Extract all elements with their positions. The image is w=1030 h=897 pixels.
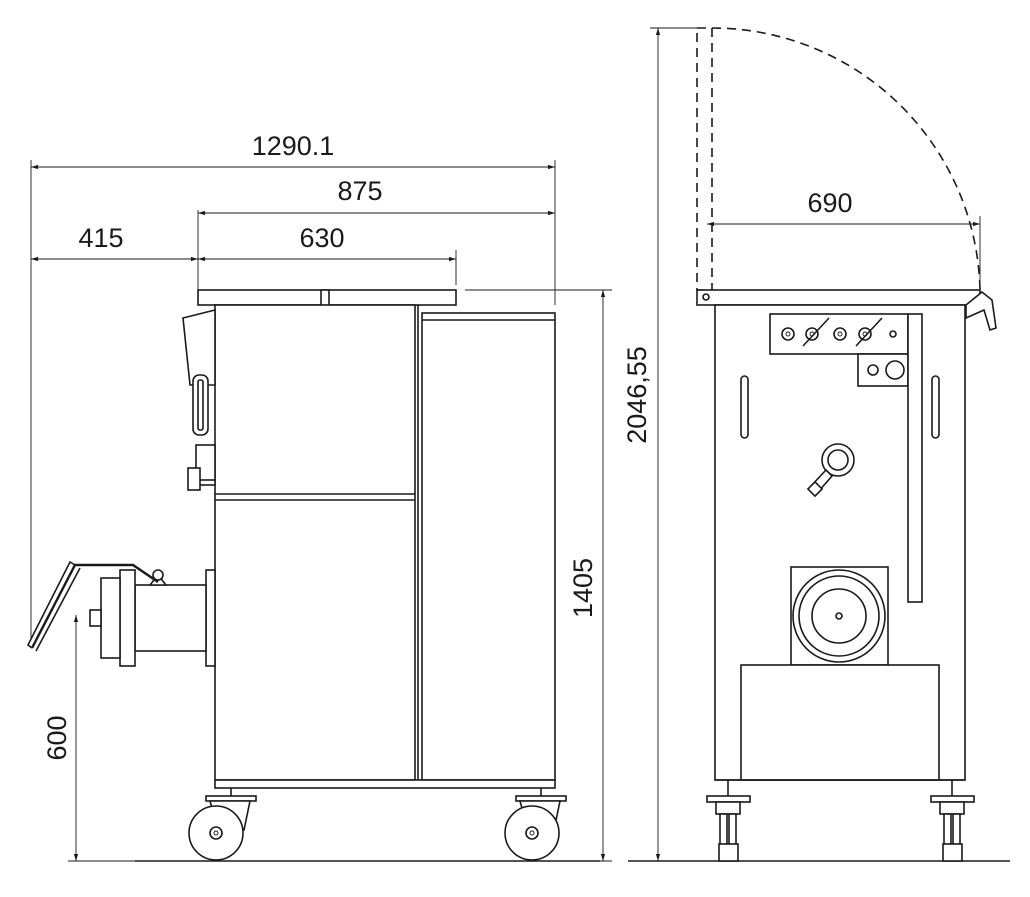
dim-outlet-height: 600 bbox=[42, 715, 72, 760]
dimension-lines-right bbox=[650, 27, 981, 861]
foot-left bbox=[706, 795, 751, 862]
foot-right bbox=[930, 795, 975, 862]
side-view-machine bbox=[26, 289, 567, 861]
dim-body-depth: 875 bbox=[337, 176, 382, 206]
dim-offset: 415 bbox=[78, 223, 123, 253]
caster-left bbox=[188, 788, 257, 861]
dim-height: 1405 bbox=[568, 558, 598, 618]
dimension-labels: 1290.1 875 415 630 690 1405 600 2046,55 bbox=[42, 131, 853, 761]
dim-overall-width: 1290.1 bbox=[252, 131, 335, 161]
dimension-lines-left bbox=[30, 160, 612, 862]
dim-lid-depth: 690 bbox=[807, 188, 852, 218]
dim-top-width: 630 bbox=[299, 223, 344, 253]
front-view-machine bbox=[696, 289, 997, 862]
caster-right bbox=[504, 788, 567, 861]
dim-lid-open-height: 2046,55 bbox=[622, 346, 652, 444]
